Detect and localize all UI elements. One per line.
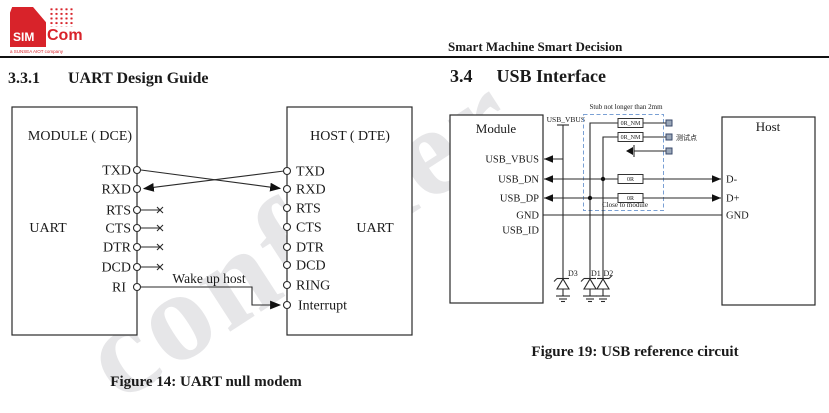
header-rule [0,56,829,58]
logo-com-text: Com [47,27,83,44]
pin-label: Interrupt [298,299,347,314]
diode-label: D3 [568,269,578,278]
heading-uart-design-guide: 3.3.1 UART Design Guide [8,70,209,88]
pin-label: D+ [726,194,740,205]
figure-14-caption: Figure 14: UART null modem [110,374,302,390]
heading-title: USB Interface [496,66,606,86]
usb-module-pin-labels: USB_VBUS USB_DN USB_DP GND USB_ID [485,155,539,237]
pin-label: RING [296,279,330,294]
uart-module-title: MODULE ( DCE) [28,129,133,144]
figure-19-caption: Figure 19: USB reference circuit [531,344,739,360]
usb-arrows [544,155,721,202]
resistor-label: 0R [627,177,634,183]
pin-label: RTS [296,202,321,217]
pin-label: USB_ID [502,226,539,237]
wake-up-host-label: Wake up host [172,271,245,286]
vbus-net-label: USB_VBUS [547,115,585,124]
usb-host-title: Host [756,119,781,134]
pin-label: TXD [296,165,325,180]
usb-module-title: Module [476,121,517,136]
uart-host-box [286,106,413,336]
junction-dot [587,195,593,201]
resistor-label: 0R [627,196,634,202]
diode-label: D2 [604,269,614,278]
close-to-module-note: Close to module [602,201,648,209]
pin-label: RTS [106,204,131,219]
uart-wires [140,169,285,310]
logo-tagline: a SUNSEA AIOT company [10,49,63,54]
usb-module-box [449,114,544,304]
heading-usb-interface: 3.4 USB Interface [450,66,606,87]
diode-label: D1 [591,269,601,278]
uart-host-pin-labels: TXD RXD RTS CTS DTR DCD RING Interrupt [296,165,347,314]
usb-host-pin-labels: D- D+ GND [726,175,749,222]
uart-module-bus-label: UART [29,221,67,236]
uart-pin-circles [132,165,292,310]
pin-label: DCD [101,261,131,276]
pin-label: RXD [101,183,131,198]
pin-label: D- [726,175,738,186]
pin-label: CTS [105,222,131,237]
header-slogan: Smart Machine Smart Decision [448,39,623,54]
logo-sim-text: SIM [13,30,35,44]
gnd-probe-icon [626,145,635,157]
heading-number: 3.4 [450,66,473,86]
pin-label: USB_VBUS [485,155,539,166]
uart-host-title: HOST ( DTE) [310,129,390,144]
pin-label: RXD [296,183,326,198]
pin-label: RI [112,281,126,296]
pin-label: GND [726,211,749,222]
stub-note: Stub not longer than 2mm [589,103,663,111]
heading-number: 3.3.1 [8,70,40,87]
pin-label: CTS [296,221,322,236]
pin-label: USB_DP [500,194,539,205]
heading-title: UART Design Guide [68,70,209,87]
pin-label: GND [516,211,539,222]
uart-module-box [11,106,138,336]
usb-reference-circuit: Module Host USB_VBUS USB_DN USB_DP GND U… [449,103,816,306]
diode-labels: D3 D1 D2 [568,269,613,278]
usb-host-box [721,116,816,306]
pin-label: DCD [296,259,326,274]
pin-label: DTR [296,241,325,256]
testpoint-label: 测试点 [676,133,697,142]
close-to-module-dashed-box [583,114,664,211]
junction-dot [600,176,606,182]
usb-wires [543,122,722,278]
pin-label: DTR [103,241,132,256]
logo-dots-icon [49,7,73,27]
pin-label: USB_DN [498,175,539,186]
uart-module-pin-labels: TXD RXD RTS CTS DTR DCD RI [101,164,131,296]
simcom-logo-card-icon: SIM [10,7,46,47]
uart-host-bus-label: UART [356,221,394,236]
resistor-label: 0R_NM [621,121,641,127]
resistors: 0R_NM 0R_NM 0R 0R [617,118,644,203]
pin-label: TXD [102,164,131,179]
uart-null-modem-diagram: MODULE ( DCE) HOST ( DTE) UART UART TXD … [11,106,413,336]
esd-diodes [553,275,613,303]
testpoint-pads [665,119,673,155]
resistor-label: 0R_NM [621,135,641,141]
